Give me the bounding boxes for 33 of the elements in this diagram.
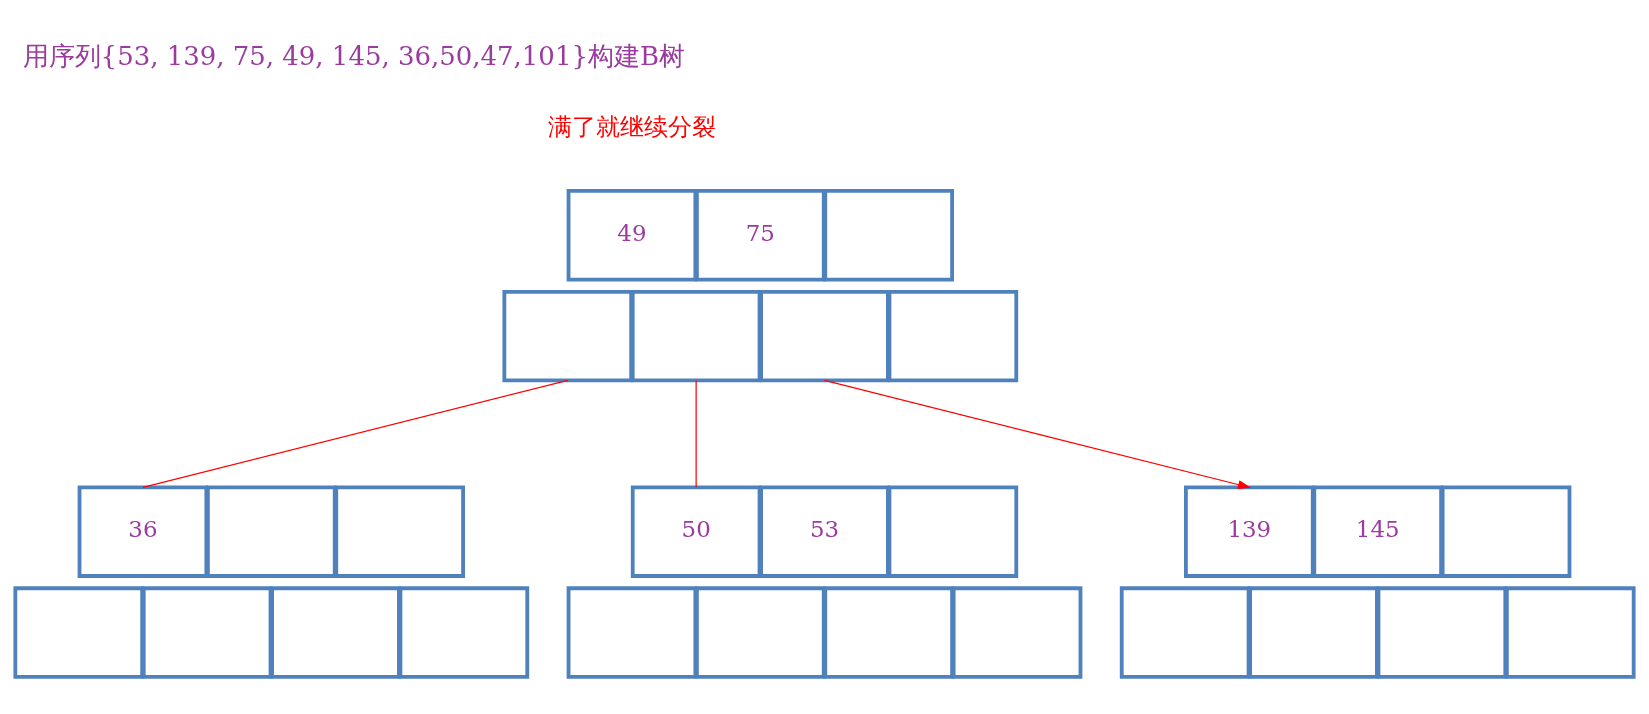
node-box bbox=[334, 484, 465, 578]
node-box bbox=[398, 585, 530, 679]
label: 满了就继续分裂 bbox=[547, 111, 716, 141]
connector bbox=[695, 379, 697, 488]
node-box: 50 bbox=[630, 484, 762, 578]
node-box bbox=[13, 585, 145, 679]
node-box bbox=[759, 289, 890, 382]
node-box: 75 bbox=[695, 188, 826, 281]
node-box: 36 bbox=[77, 484, 209, 578]
node-box: 145 bbox=[1312, 484, 1444, 578]
connector bbox=[142, 379, 569, 488]
node-box: 53 bbox=[759, 484, 890, 578]
node-box bbox=[1248, 585, 1379, 679]
node-box bbox=[630, 289, 762, 382]
node-box bbox=[1376, 585, 1508, 679]
node-box: 139 bbox=[1184, 484, 1315, 578]
node-box bbox=[887, 484, 1019, 578]
node-box bbox=[823, 585, 954, 679]
node-box bbox=[823, 188, 954, 281]
node-box bbox=[141, 585, 273, 679]
node-box bbox=[887, 289, 1019, 382]
node-box bbox=[1440, 484, 1572, 578]
diagram-title: 用序列{53, 139, 75, 49, 145, 36,50,47,101}构建B树 bbox=[22, 40, 686, 71]
node-box bbox=[502, 289, 634, 382]
node-box bbox=[695, 585, 826, 679]
node-box bbox=[1504, 585, 1636, 679]
node-box bbox=[205, 484, 337, 578]
node-box bbox=[270, 585, 401, 679]
arrow bbox=[823, 379, 1252, 489]
node-box: 49 bbox=[566, 188, 698, 281]
node-box bbox=[951, 585, 1083, 679]
node-box bbox=[1119, 585, 1251, 679]
node-box bbox=[566, 585, 698, 679]
